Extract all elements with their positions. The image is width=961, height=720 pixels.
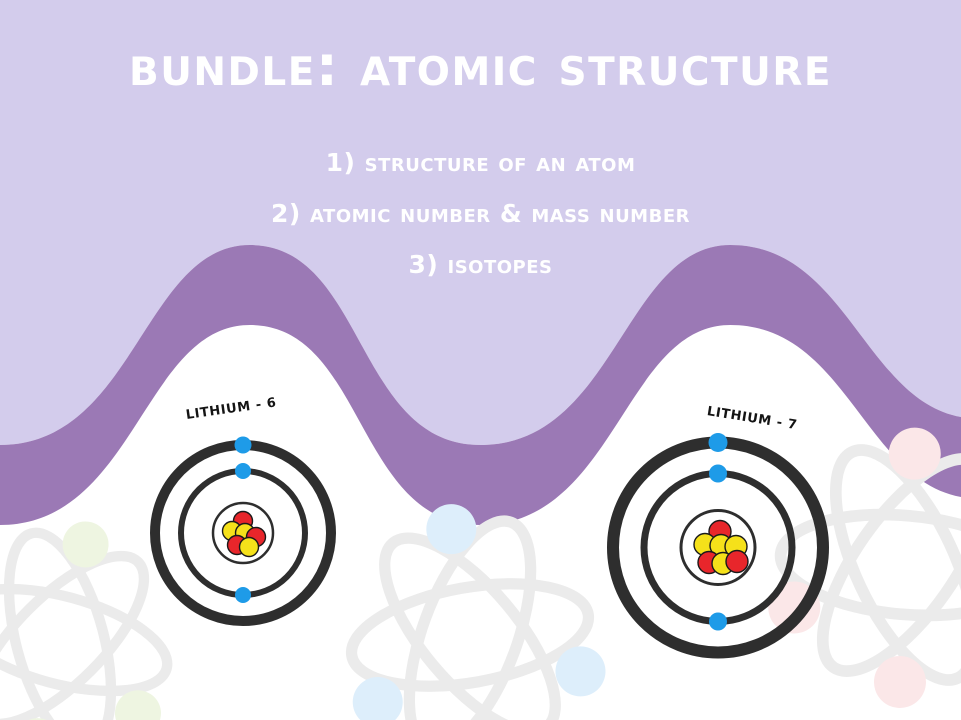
atom-li6-electron-1 bbox=[234, 436, 252, 454]
atom-li6-electron-2 bbox=[235, 463, 251, 479]
topic-item-2: 2) ATOMIC NUMBER & MASS NUMBER bbox=[271, 199, 690, 228]
background-top-lavender bbox=[0, 0, 961, 445]
atom-li7-proton-7 bbox=[725, 549, 749, 574]
atom-li6-neutron-6 bbox=[238, 536, 260, 558]
topic-list: 1) STRUCTURE OF AN ATOM 2) ATOMIC NUMBER… bbox=[0, 148, 961, 301]
atom-li6-electron-3 bbox=[235, 587, 251, 603]
topic-item-1: 1) STRUCTURE OF AN ATOM bbox=[325, 148, 636, 177]
atom-diagram-lithium-7 bbox=[607, 433, 829, 659]
atom-diagram-lithium-6 bbox=[150, 436, 336, 626]
atom-li6-group bbox=[150, 436, 336, 626]
atom-li7-electron-2 bbox=[709, 464, 727, 483]
atom-li7-group bbox=[607, 433, 829, 659]
atom-li7-electron-3 bbox=[709, 612, 727, 631]
topic-item-3: 3) ISOTOPES bbox=[408, 250, 553, 279]
page-title: BUNDLE: ATOMIC STRUCTURE bbox=[129, 34, 832, 98]
atom-li7-electron-1 bbox=[708, 433, 728, 452]
